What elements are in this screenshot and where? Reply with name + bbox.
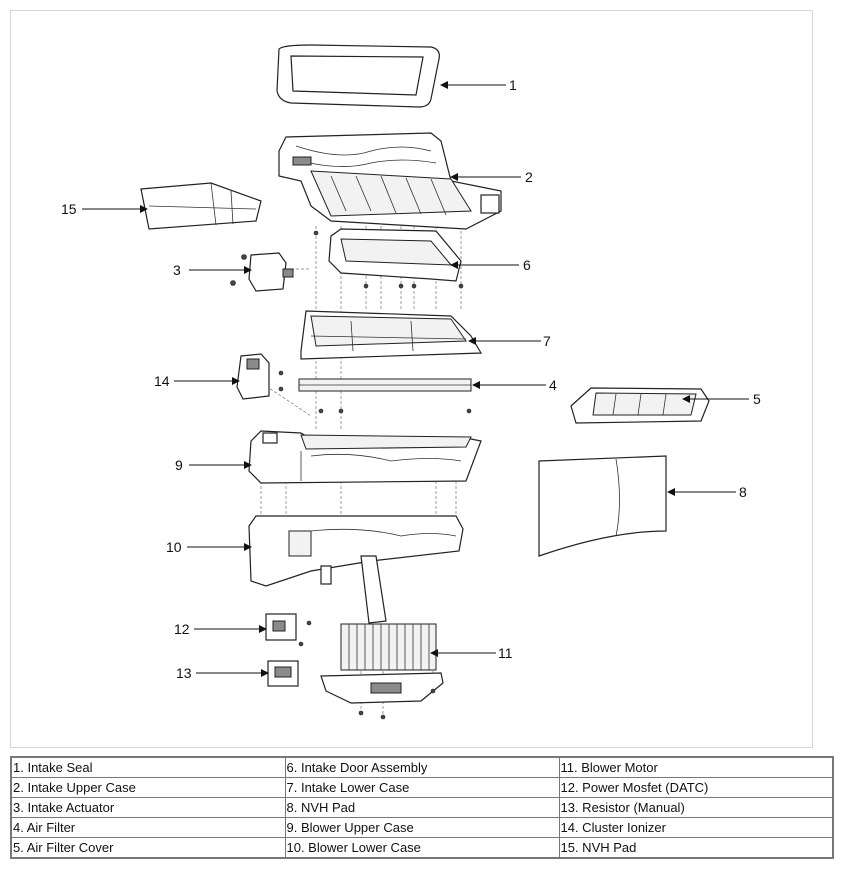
legend-cell: 2. Intake Upper Case <box>10 777 286 798</box>
callouts: 1 2 3 4 5 6 7 8 9 10 11 12 13 14 15 <box>61 77 761 681</box>
legend-cell: 11. Blower Motor <box>558 756 834 778</box>
legend-row: 2. Intake Upper Case 7. Intake Lower Cas… <box>10 777 834 798</box>
intake-lower-case-part <box>300 310 483 360</box>
legend-cell: 5. Air Filter Cover <box>10 837 286 859</box>
power-mosfet-part <box>265 613 312 647</box>
callout-1: 1 <box>509 77 517 93</box>
intake-upper-case-part <box>278 132 502 230</box>
legend-cell: 13. Resistor (Manual) <box>558 797 834 818</box>
air-filter-cover-part <box>570 387 710 424</box>
air-filter-part <box>298 378 472 392</box>
intake-seal-part <box>276 44 440 108</box>
legend-cell: 6. Intake Door Assembly <box>284 756 560 778</box>
callout-7: 7 <box>543 333 551 349</box>
callout-5: 5 <box>753 391 761 407</box>
legend-cell: 15. NVH Pad <box>558 837 834 859</box>
blower-lower-case-part <box>248 515 464 624</box>
legend-cell: 8. NVH Pad <box>284 797 560 818</box>
exploded-diagram-frame: 1 2 3 4 5 6 7 8 9 10 11 12 13 14 15 <box>10 10 813 748</box>
parts-legend-table: 1. Intake Seal 6. Intake Door Assembly 1… <box>10 756 834 859</box>
nvh-pad-lower-part <box>538 455 667 557</box>
resistor-part <box>267 660 299 687</box>
exploded-diagram: 1 2 3 4 5 6 7 8 9 10 11 12 13 14 15 <box>61 44 761 720</box>
legend-row: 5. Air Filter Cover 10. Blower Lower Cas… <box>10 837 834 859</box>
callout-4: 4 <box>549 377 557 393</box>
callout-2: 2 <box>525 169 533 185</box>
screws-upper <box>313 230 472 414</box>
legend-cell: 7. Intake Lower Case <box>284 777 560 798</box>
cluster-ionizer-part <box>236 353 284 400</box>
legend-row: 1. Intake Seal 6. Intake Door Assembly 1… <box>10 756 834 778</box>
legend-row: 3. Intake Actuator 8. NVH Pad 13. Resist… <box>10 797 834 818</box>
callout-15: 15 <box>61 201 77 217</box>
callout-6: 6 <box>523 257 531 273</box>
legend-cell: 9. Blower Upper Case <box>284 817 560 838</box>
legend-cell: 10. Blower Lower Case <box>284 837 560 859</box>
intake-door-assembly-part <box>328 228 462 282</box>
callout-13: 13 <box>176 665 192 681</box>
legend-cell: 3. Intake Actuator <box>10 797 286 818</box>
legend-cell: 14. Cluster Ionizer <box>558 817 834 838</box>
callout-12: 12 <box>174 621 190 637</box>
legend-cell: 12. Power Mosfet (DATC) <box>558 777 834 798</box>
callout-11: 11 <box>498 645 513 661</box>
legend-cell: 1. Intake Seal <box>10 756 286 778</box>
callout-14: 14 <box>154 373 170 389</box>
callout-3: 3 <box>173 262 181 278</box>
callout-8: 8 <box>739 484 747 500</box>
nvh-pad-upper-part <box>140 182 262 230</box>
legend-cell: 4. Air Filter <box>10 817 286 838</box>
blower-upper-case-part <box>248 430 482 484</box>
legend-row: 4. Air Filter 9. Blower Upper Case 14. C… <box>10 817 834 838</box>
intake-actuator-part <box>230 252 294 292</box>
blower-motor-part <box>320 623 444 720</box>
callout-10: 10 <box>166 539 182 555</box>
callout-9: 9 <box>175 457 183 473</box>
